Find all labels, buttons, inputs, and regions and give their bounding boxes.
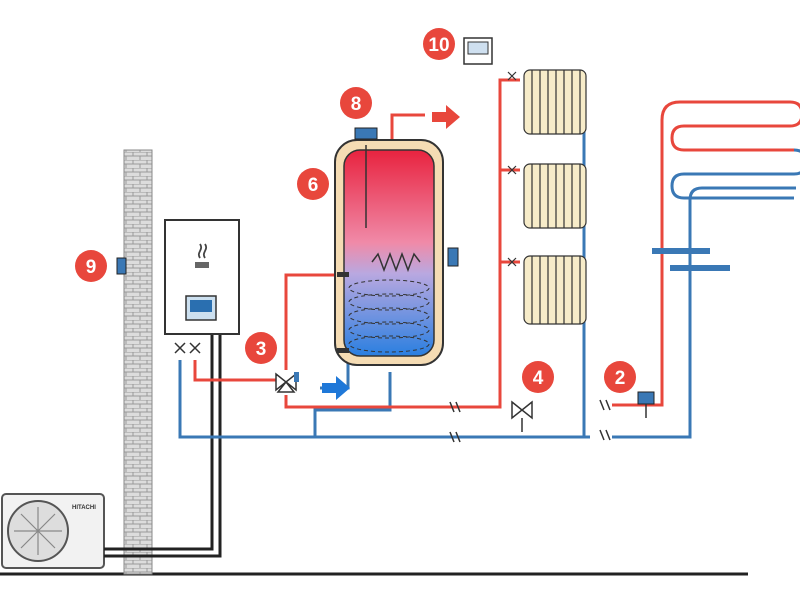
heating-element — [371, 251, 421, 273]
radiator — [523, 255, 587, 325]
callout-number: 9 — [86, 257, 97, 278]
safety-valve — [511, 400, 533, 432]
callout-number: 6 — [308, 175, 319, 196]
cold-water-in-arrow-icon — [322, 376, 350, 400]
indoor-unit — [164, 219, 240, 335]
callout-badge-10: 10 — [423, 28, 455, 60]
pipe-break-marks — [449, 399, 611, 443]
hot-water-out-arrow-icon — [432, 105, 460, 129]
hot-supply-pipes — [193, 78, 664, 409]
refrigerant-pipes — [104, 335, 222, 558]
callout-number: 3 — [256, 339, 267, 360]
callout-number: 2 — [615, 368, 626, 389]
brand-label: HITACHI — [72, 505, 96, 511]
radiator — [523, 163, 587, 229]
valve-icon — [174, 342, 201, 354]
floor-manifold-supply — [652, 248, 710, 254]
hot-water-tank — [334, 139, 459, 366]
callout-badge-4: 4 — [522, 361, 554, 393]
radiator — [523, 69, 587, 135]
callout-number: 4 — [533, 368, 544, 389]
room-thermostat — [463, 37, 493, 65]
outdoor-sensor — [116, 257, 127, 275]
underfloor-heating-coil — [652, 100, 800, 271]
callout-number: 10 — [428, 35, 449, 56]
cold-return-pipes — [178, 122, 796, 439]
three-way-valve — [275, 372, 299, 393]
brick-wall — [123, 149, 153, 575]
callout-badge-8: 8 — [340, 87, 372, 119]
callout-badge-9: 9 — [75, 250, 107, 282]
underfloor-thermostat — [637, 391, 655, 418]
radiators — [523, 69, 587, 325]
callout-number: 8 — [351, 94, 362, 115]
flame-icon — [197, 243, 208, 259]
callout-badge-6: 6 — [297, 168, 329, 200]
radiator-valves — [507, 71, 517, 267]
callout-badge-3: 3 — [245, 332, 277, 364]
tank-heat-exchanger-coil — [348, 279, 430, 353]
outdoor-heat-pump-unit: HITACHI — [1, 493, 105, 569]
callout-badge-2: 2 — [604, 361, 636, 393]
floor-manifold-return — [670, 265, 730, 271]
tank-sensor — [354, 127, 378, 140]
